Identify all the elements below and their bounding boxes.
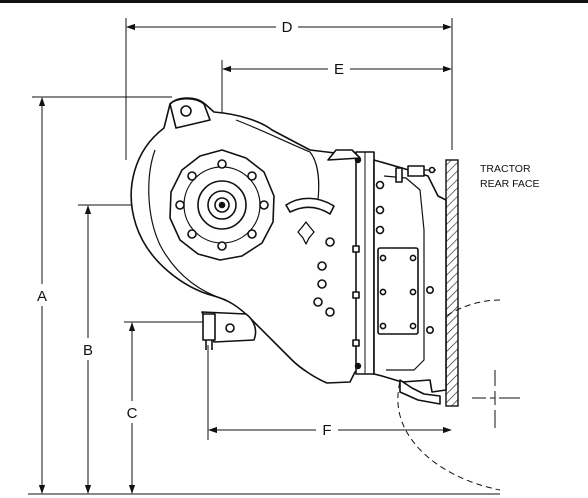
housing-bolt-hole	[325, 237, 335, 247]
housing-bolt-hole	[313, 297, 323, 307]
dimension-label-f: F	[322, 422, 331, 439]
housing-bolt-hole	[325, 307, 335, 317]
housing-inner-contour	[148, 149, 227, 301]
tractor-rear-face-plate	[445, 159, 459, 407]
top-stud	[407, 165, 425, 177]
gearbox-assembly	[130, 97, 447, 405]
dimension-f: F	[207, 345, 452, 440]
window-plate	[377, 247, 419, 335]
housing-bolt-hole	[317, 261, 327, 271]
tractor-rear-face-label-line2: REAR FACE	[480, 178, 540, 190]
housing-bolt-hole	[317, 279, 327, 289]
tractor-rear-face-label-line1: TRACTOR	[480, 163, 531, 175]
cross-boss	[297, 221, 315, 245]
dimension-label-b: B	[83, 342, 93, 359]
dimension-d: D	[125, 18, 453, 160]
input-flange	[169, 149, 275, 261]
center-mark	[472, 370, 520, 428]
adapter-inner	[383, 175, 425, 371]
top-fitting	[327, 149, 361, 161]
wheel-clearance-arc	[397, 299, 501, 491]
dimension-label-c: C	[127, 405, 138, 422]
dimension-label-a: A	[37, 288, 47, 305]
dimension-label-d: D	[282, 19, 293, 36]
dimension-a: A	[32, 96, 172, 494]
foot-bolt	[202, 313, 216, 341]
bottom-lug	[399, 379, 441, 405]
top-stud	[395, 167, 403, 183]
dimension-label-e: E	[334, 61, 344, 78]
housing-rib	[235, 119, 320, 201]
bracket-hole	[180, 105, 192, 117]
gear-guard-slot	[285, 197, 335, 215]
dimension-c: C	[124, 321, 212, 494]
